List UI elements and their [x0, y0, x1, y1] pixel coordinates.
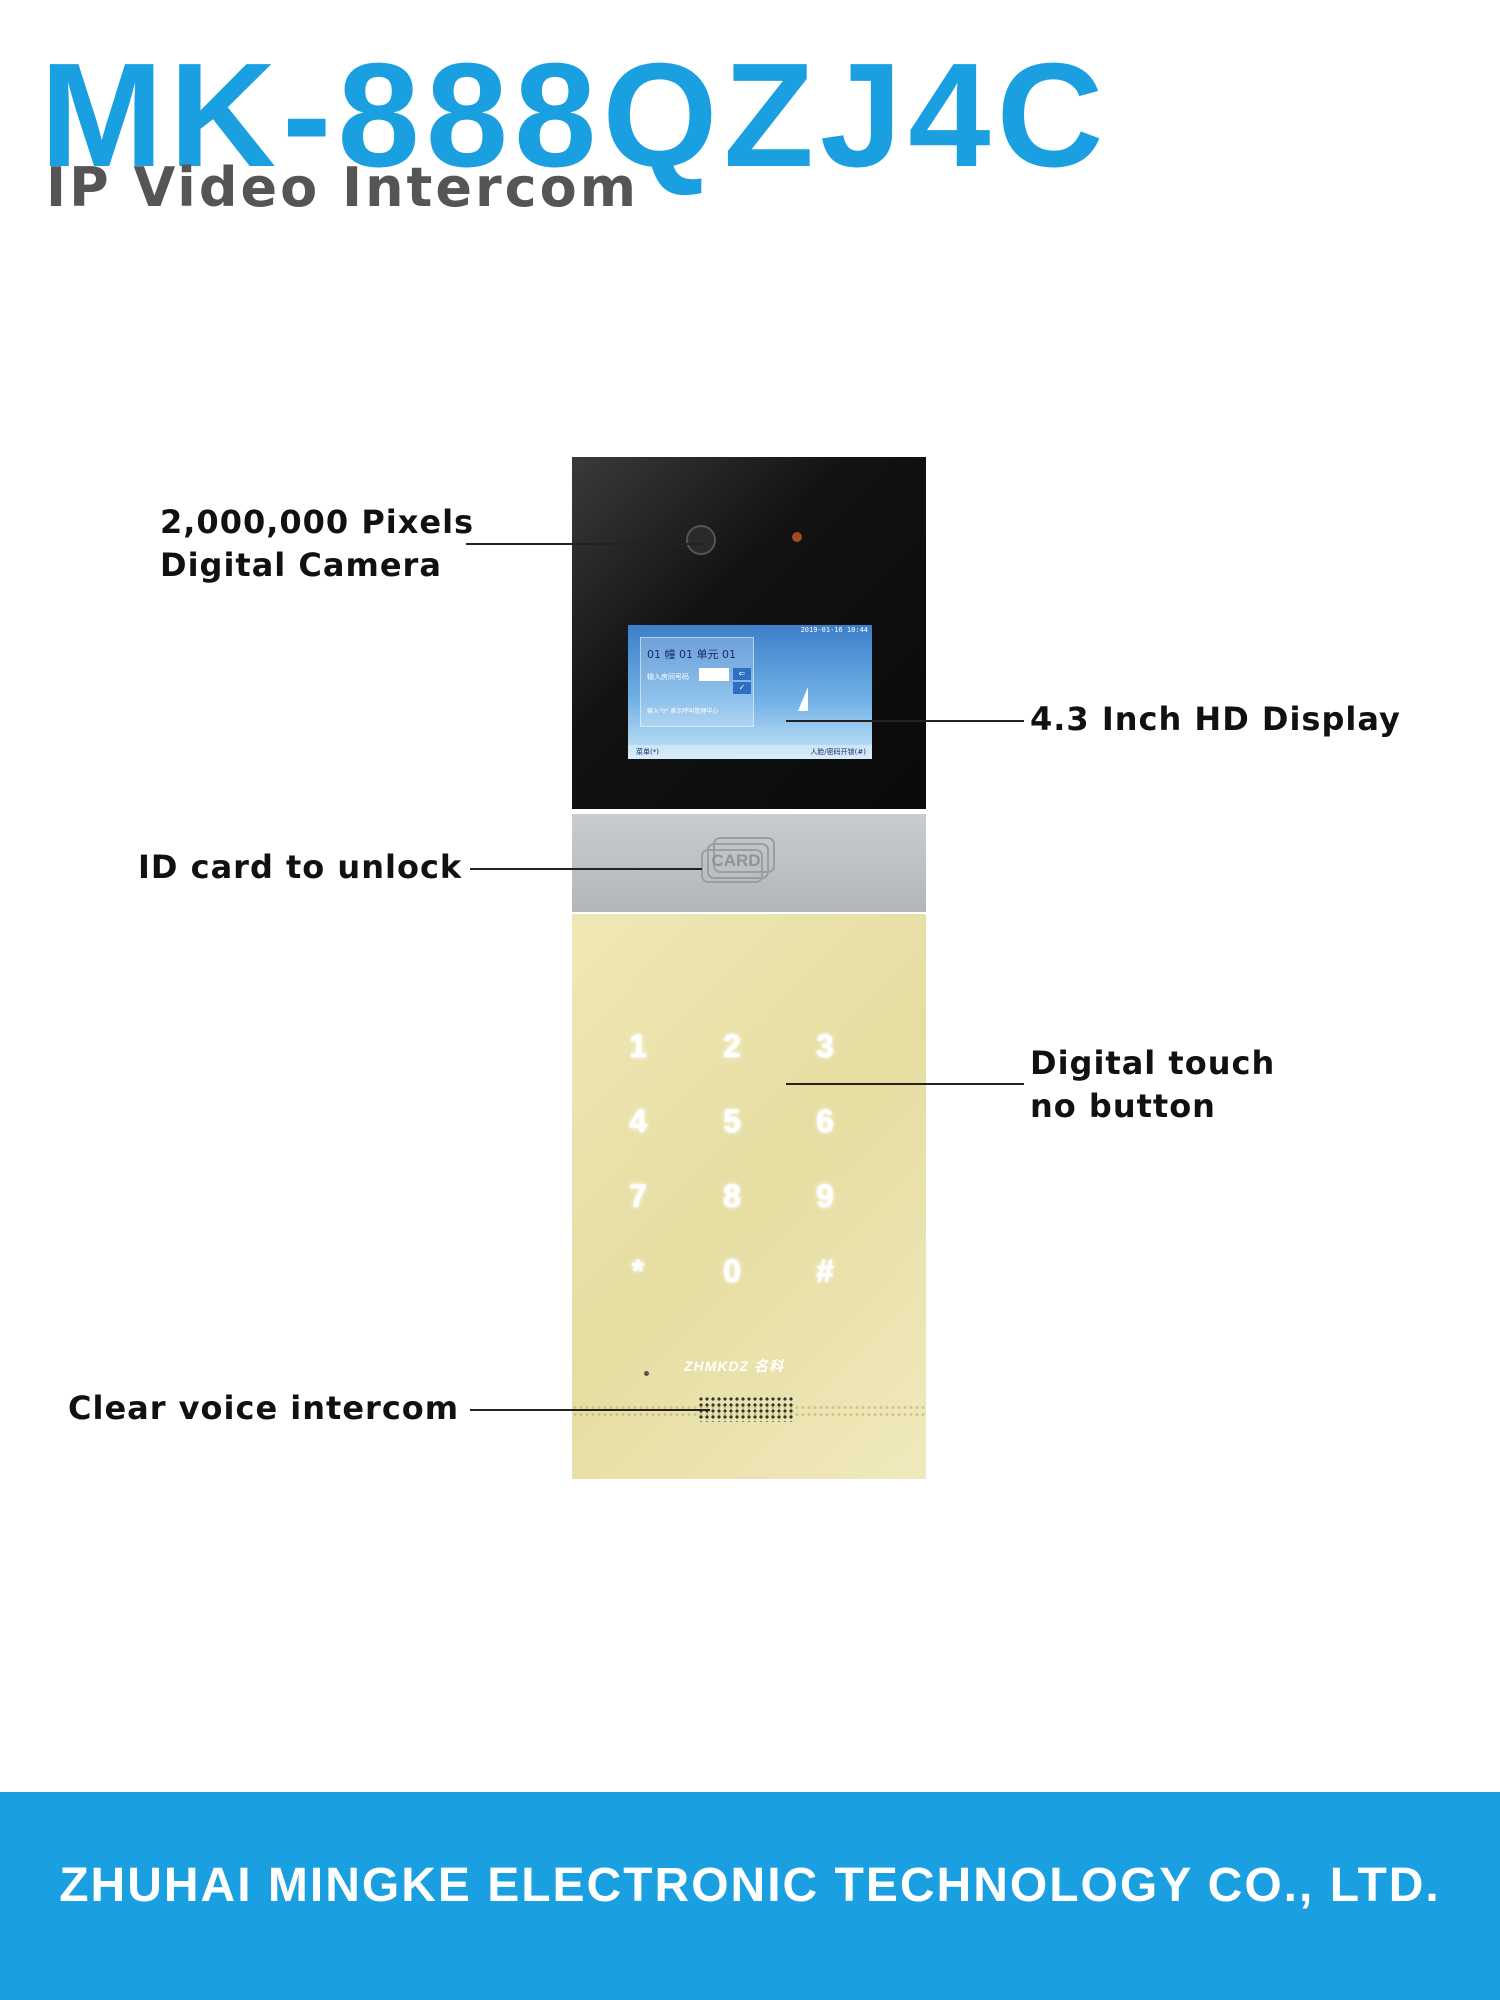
voice-leader-line — [470, 1409, 710, 1411]
intercom-device: 2019-01-16 10:44 01 幢 01 单元 01 输入房间号码 ⇐ … — [572, 457, 926, 1479]
key-star: * — [631, 1253, 645, 1289]
model-title: MK-888QZJ4C — [40, 33, 1110, 198]
footer-band: ZHUHAI MINGKE ELECTRONIC TECHNOLOGY CO.,… — [0, 1792, 1500, 2000]
camera-callout-line1: 2,000,000 Pixels — [160, 503, 475, 541]
screen-room-input — [699, 668, 729, 681]
screen-confirm-button: ✓ — [733, 682, 751, 694]
voice-callout: Clear voice intercom — [68, 1389, 460, 1427]
key-2: 2 — [723, 1028, 741, 1064]
screen-room-number: 01 幢 01 单元 01 — [647, 648, 736, 661]
screen-input-label: 输入房间号码 — [647, 673, 689, 681]
camera-screen-panel: 2019-01-16 10:44 01 幢 01 单元 01 输入房间号码 ⇐ … — [572, 457, 926, 809]
brand-logo: ZHMKDZ 名科 — [684, 1358, 784, 1374]
key-9: 9 — [816, 1178, 834, 1214]
screen-dial-box: 01 幢 01 单元 01 输入房间号码 ⇐ ✓ 输入"0" 表示呼叫管理中心 — [640, 637, 754, 727]
touch-callout-line1: Digital touch — [1030, 1044, 1276, 1082]
camera-lens-icon — [686, 525, 716, 555]
sailboat-icon — [798, 687, 808, 711]
microphone-icon — [644, 1371, 649, 1376]
card-outline-icon — [701, 837, 775, 883]
screen-back-button: ⇐ — [733, 668, 751, 680]
screen-unlock-label: 人脸/密码开锁(#) — [810, 748, 866, 756]
card-leader-line — [470, 868, 702, 870]
infrared-led-icon — [792, 532, 802, 542]
screen-footer-bar: 菜单(*) 人脸/密码开锁(#) — [628, 745, 872, 759]
key-7: 7 — [629, 1178, 647, 1214]
key-hash: # — [816, 1253, 834, 1289]
card-reader-panel: CARD — [572, 814, 926, 912]
screen-menu-label: 菜单(*) — [636, 748, 659, 756]
touch-callout-line2: no button — [1030, 1087, 1216, 1125]
key-4: 4 — [629, 1103, 647, 1139]
screen-hint-text: 输入"0" 表示呼叫管理中心 — [647, 708, 719, 715]
camera-callout-line2: Digital Camera — [160, 546, 442, 584]
key-1: 1 — [629, 1028, 647, 1064]
hd-display: 2019-01-16 10:44 01 幢 01 单元 01 输入房间号码 ⇐ … — [628, 625, 872, 759]
key-8: 8 — [723, 1178, 741, 1214]
key-6: 6 — [816, 1103, 834, 1139]
key-5: 5 — [723, 1103, 741, 1139]
display-callout: 4.3 Inch HD Display — [1030, 700, 1401, 738]
company-name: ZHUHAI MINGKE ELECTRONIC TECHNOLOGY CO.,… — [59, 1859, 1441, 1912]
display-leader-line — [786, 720, 1024, 722]
key-3: 3 — [816, 1028, 834, 1064]
touch-keypad-panel: 1 2 3 4 5 6 7 8 9 * 0 # ZHMKDZ 名科 — [572, 914, 926, 1479]
card-label: CARD — [711, 851, 761, 870]
camera-leader-line — [466, 543, 702, 545]
touch-leader-line — [786, 1083, 1024, 1085]
card-reader-icon: CARD — [700, 836, 778, 884]
card-callout: ID card to unlock — [138, 848, 463, 886]
speaker-grille-icon — [698, 1396, 794, 1422]
screen-datetime: 2019-01-16 10:44 — [800, 626, 868, 634]
key-0: 0 — [723, 1253, 741, 1289]
product-subtitle: IP Video Intercom — [46, 156, 639, 219]
